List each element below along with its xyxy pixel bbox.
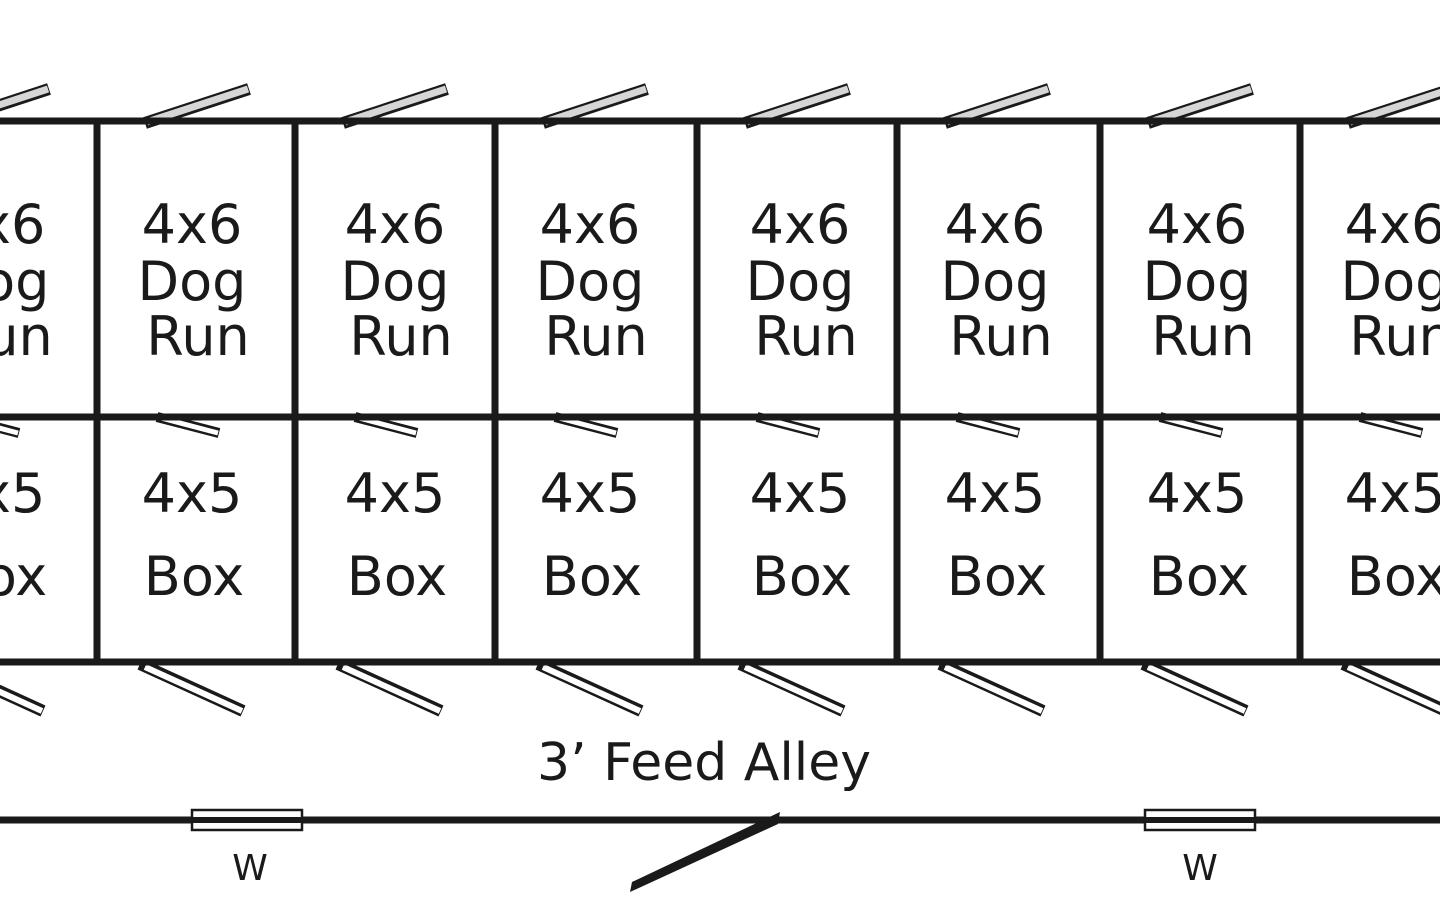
run-size: 4x6 [0, 193, 45, 256]
box-size: 4x5 [142, 462, 243, 525]
box-name: Box [542, 545, 642, 608]
run-name: Dog [536, 250, 645, 313]
run-type: Run [544, 305, 648, 368]
run-name: Dog [1341, 250, 1440, 313]
run-size: 4x6 [750, 193, 851, 256]
run-name: Dog [941, 250, 1050, 313]
run-type: Run [754, 305, 858, 368]
run-gate-fill [1148, 85, 1253, 126]
box-name: Box [1347, 545, 1440, 608]
box-name: Box [1149, 545, 1249, 608]
run-gate-fill [1348, 88, 1440, 126]
feed-alley-label: 3’ Feed Alley [537, 733, 871, 793]
entry-door [630, 812, 780, 892]
run-name: Dog [341, 250, 450, 313]
box-size: 4x5 [0, 462, 45, 525]
run-size: 4x6 [540, 193, 641, 256]
box-size: 4x5 [540, 462, 641, 525]
run-gate-fill [745, 85, 850, 126]
alley-gate-fill [143, 664, 244, 714]
alley-gate-fill [0, 688, 44, 714]
run-size: 4x6 [142, 193, 243, 256]
alley-gate-fill [1346, 664, 1440, 713]
box-gate-fill [0, 425, 19, 436]
run-type: Run [1349, 305, 1440, 368]
box-size: 4x5 [1147, 462, 1248, 525]
box-size: 4x5 [345, 462, 446, 525]
run-size: 4x6 [345, 193, 446, 256]
run-type: Run [146, 305, 250, 368]
alley-gate-fill [743, 664, 844, 714]
window-label: W [232, 848, 268, 889]
alley-gate-fill [943, 664, 1044, 714]
run-gate-fill [145, 85, 250, 126]
box-size: 4x5 [750, 462, 851, 525]
run-gate-fill [343, 85, 448, 126]
run-gate-fill [0, 85, 50, 109]
run-gate-fill [543, 85, 648, 126]
box-size: 4x5 [945, 462, 1046, 525]
run-name: Dog [1143, 250, 1252, 313]
box-name: Box [947, 545, 1047, 608]
box-name: Box [347, 545, 447, 608]
window-label: W [1182, 848, 1218, 889]
run-name: Dog [746, 250, 855, 313]
box-name: Box [0, 545, 47, 608]
run-gate-fill [945, 85, 1050, 126]
box-name: Box [752, 545, 852, 608]
alley-gate-fill [541, 664, 642, 714]
run-size: 4x6 [1147, 193, 1248, 256]
run-type: Run [0, 305, 53, 368]
box-size: 4x5 [1345, 462, 1440, 525]
box-name: Box [144, 545, 244, 608]
alley-gate-fill [1146, 664, 1247, 714]
alley-gate-fill [341, 664, 442, 714]
run-size: 4x6 [1345, 193, 1440, 256]
run-name: Dog [0, 250, 49, 313]
run-name: Dog [138, 250, 247, 313]
run-type: Run [1151, 305, 1255, 368]
run-type: Run [349, 305, 453, 368]
run-size: 4x6 [945, 193, 1046, 256]
run-type: Run [949, 305, 1053, 368]
